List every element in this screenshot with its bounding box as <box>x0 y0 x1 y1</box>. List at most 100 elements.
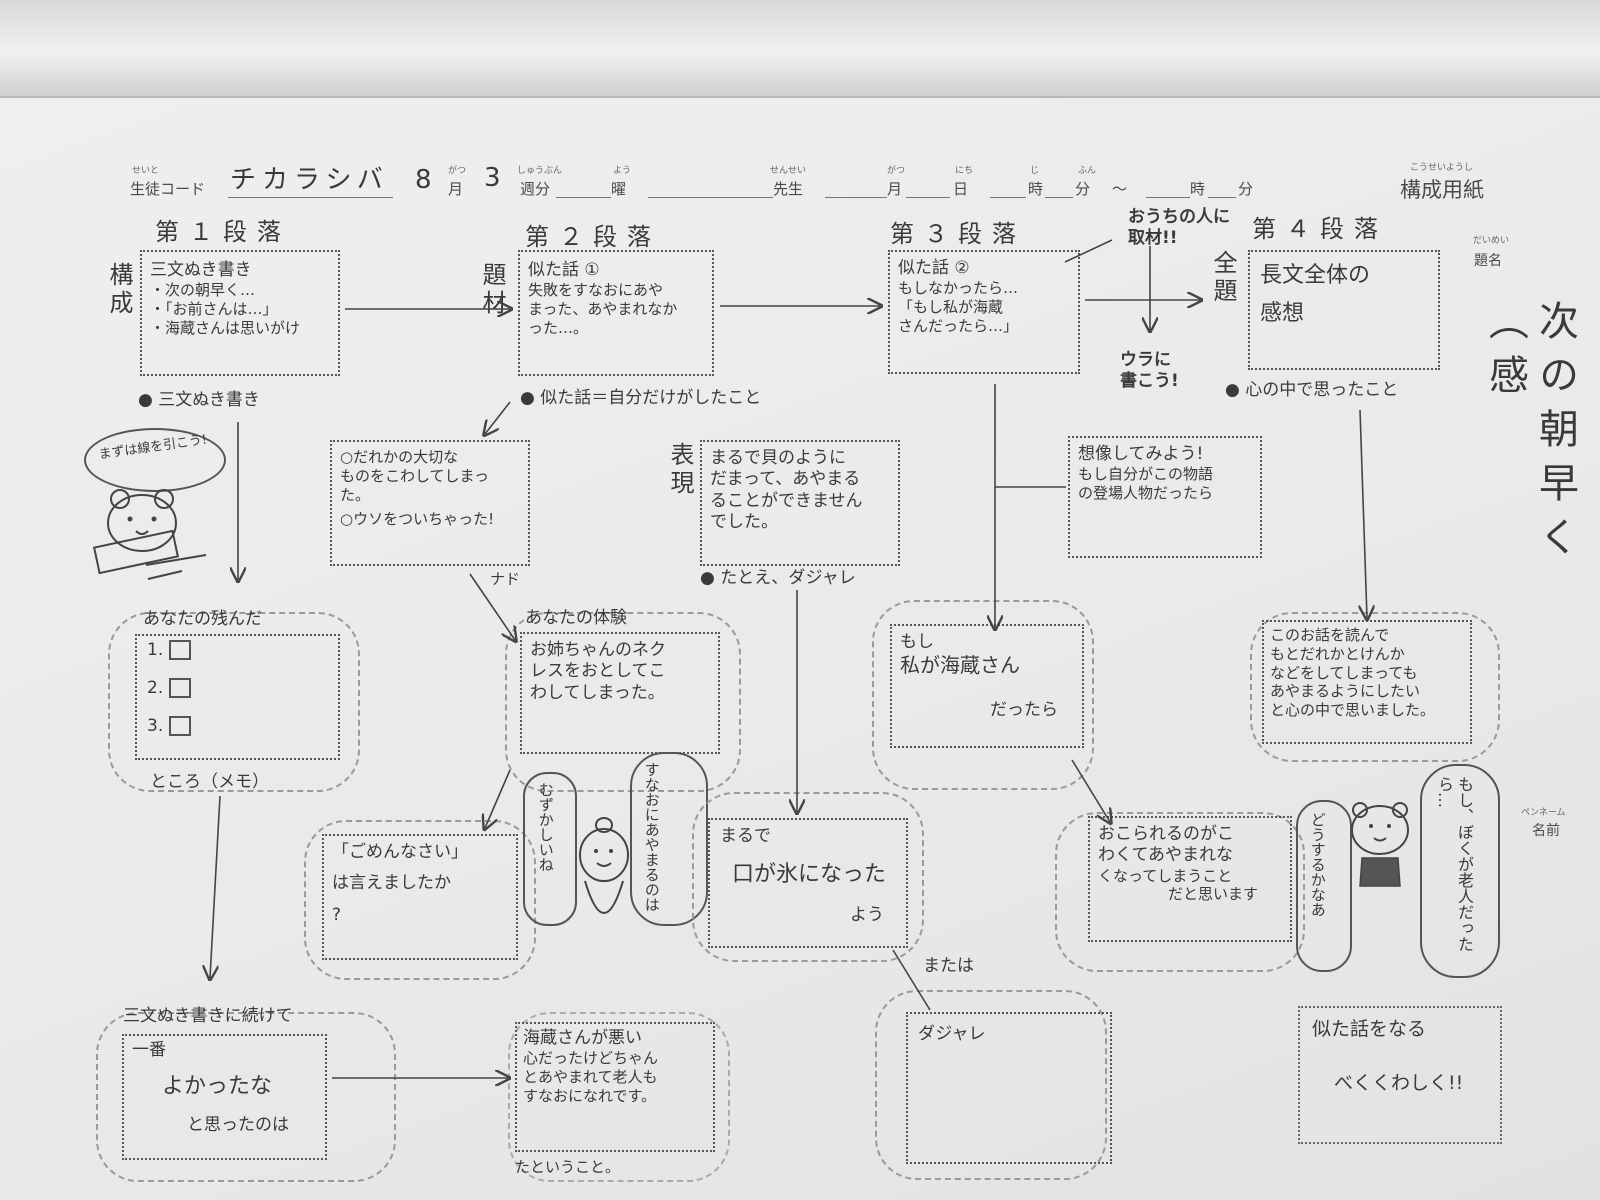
expr-box-line: ることができません <box>710 490 863 511</box>
p2-experience-title: あなたの体験 <box>525 608 627 628</box>
penname-furigana: ペンネーム <box>1521 807 1566 817</box>
p3-okorare-line: くなってしまうこと <box>1098 866 1233 885</box>
time2-hour-label: 時 <box>1190 181 1206 198</box>
p1-memo-title: あなたの残んだ <box>143 609 262 629</box>
expr-or-label: または <box>923 956 974 976</box>
expr-dajare-cloud <box>875 990 1107 1180</box>
cat-icon <box>579 817 629 914</box>
p4-kansou-line: このお話を読んで <box>1270 626 1390 644</box>
p2-example-line: ○だれかの大切な <box>340 448 459 466</box>
p1-box-line: ・「お前さんは…」 <box>150 300 278 318</box>
p4-box[interactable]: 長文全体の 感想 <box>1248 250 1440 370</box>
p1-cont-title: 三文ぬき書きに続けて <box>123 1006 293 1026</box>
p3-imagine-box[interactable]: 想像してみよう! もし自分がこの物語 の登場人物だったら <box>1068 436 1262 558</box>
p1-box-line: ・次の朝早く… <box>150 281 256 300</box>
student-code-label: 生徒コード <box>130 181 206 198</box>
student-code-value[interactable]: チカラシバ <box>230 165 389 195</box>
time-tilde: 〜 <box>1112 181 1128 198</box>
p3-okorare-box[interactable]: おこられるのがこ わくてあやまれな くなってしまうこと だと思います <box>1088 816 1292 942</box>
p3-box-line: 「もし私が海蔵 <box>898 298 1004 316</box>
p2-speech-sunao-bubble <box>630 752 708 926</box>
p4-tag: 全題 <box>1209 250 1237 306</box>
worksheet-sheet <box>0 98 1600 1200</box>
memo-box-icon <box>168 640 191 660</box>
p2-example-line: ものをこわしてしまっ <box>340 466 489 485</box>
p2-kaizo-line: すなおになれです。 <box>523 1086 657 1105</box>
p2-example-box[interactable]: ○だれかの大切な ものをこわしてしまっ た。 ○ウソをついちゃった! <box>330 440 530 566</box>
p4-final-box[interactable]: 似た話をなる べくくわしく!! <box>1298 1006 1502 1144</box>
p1-box[interactable]: 三文ぬき書き ・次の朝早く… ・「お前さんは…」 ・海蔵さんは思いがけ <box>140 250 340 376</box>
p2-speech-sunao: すなおにあやまるのは <box>642 762 661 912</box>
p4-kansou-box[interactable]: このお話を読んで もとだれかとけんか などをしてしまっても あやまるようにしたい… <box>1262 620 1472 744</box>
p1-tag: 構成 <box>105 262 133 318</box>
p2-speech-hard: むずかしいね <box>536 782 555 872</box>
date-day-furigana: にち <box>955 165 974 175</box>
p3-box-line: 似た話 ② <box>898 258 970 278</box>
p4-box-line: 感想 <box>1260 300 1305 326</box>
title-value[interactable]: 次の朝早く（感 <box>1482 300 1578 570</box>
p2-kaizo-box[interactable]: 海蔵さんが悪い 心だったけどちゃん とあやまれて老人も すなおになれです。 <box>515 1022 715 1152</box>
penname-label: 名前 <box>1532 822 1560 838</box>
p1-cont-box[interactable]: 一番 よかったな と思ったのは <box>122 1034 327 1160</box>
expr-box[interactable]: まるで貝のように だまって、あやまる ることができません でした。 <box>700 440 900 566</box>
p1-memo-box[interactable]: 1. 2. 3. <box>135 634 340 760</box>
weekday-furigana: よう <box>613 165 632 175</box>
p2-gomen-cloud <box>304 820 536 980</box>
expr-marude-line: まるで <box>720 826 771 846</box>
p2-box[interactable]: 似た話 ① 失敗をすなおにあや まった、あやまれなか った…。 <box>518 250 714 376</box>
time2-min-label: 分 <box>1238 181 1254 198</box>
p2-gomen-line: 「ごめんなさい」 <box>332 842 468 862</box>
p2-experience-box[interactable]: お姉ちゃんのネク レスをおとしてこ わしてしまった。 <box>520 632 720 754</box>
p2-box-line: った…。 <box>528 318 589 337</box>
p2-experience-line: わしてしまった。 <box>530 682 665 703</box>
expr-dajare-box[interactable]: ダジャレ <box>906 1012 1112 1164</box>
p2-example-line: ○ウソをついちゃった! <box>340 510 495 529</box>
expr-tag: 表現 <box>666 442 694 498</box>
title-label: 題名 <box>1474 252 1502 268</box>
p3-okorare-line: わくてあやまれな <box>1098 845 1233 866</box>
bear-face-icon <box>1351 802 1409 887</box>
p4-box-line: 長文全体の <box>1260 263 1371 288</box>
date-month-furigana: がつ <box>887 165 906 175</box>
p2-experience-line: お姉ちゃんのネク <box>530 640 666 660</box>
p3-imagine-line: の登場人物だったら <box>1078 484 1214 502</box>
p1-cont-line: 一番 <box>132 1040 166 1060</box>
p2-tag: 題材 <box>478 262 506 318</box>
expr-marude-line: 口が氷になった <box>732 862 887 888</box>
p1-box-line: ・海蔵さんは思いがけ <box>150 318 301 337</box>
month-value[interactable]: 8 <box>415 165 432 195</box>
expr-dajare-label: ダジャレ <box>918 1024 986 1044</box>
p2-note: ● 似た話＝自分だけがしたこと <box>520 388 762 408</box>
month-furigana: がつ <box>448 165 467 175</box>
p2-experience-line: レスをおとしてこ <box>530 661 666 682</box>
p3-imagine-line: 想像してみよう! <box>1078 444 1204 464</box>
p1-memo-footer: ところ（メモ） <box>150 772 269 792</box>
p1-note: ● 三文ぬき書き <box>138 390 260 410</box>
weekday-label: 曜 <box>611 181 627 198</box>
p3-box-line: さんだったら…」 <box>898 316 1019 335</box>
memo-box-icon <box>168 678 191 698</box>
p1-memo-item: 2. <box>147 678 328 716</box>
p2-kaizo-line: とあやまれて老人も <box>523 1068 658 1086</box>
expr-marude-box[interactable]: まるで 口が氷になった よう <box>708 818 908 948</box>
p3-moshi-box[interactable]: もし 私が海蔵さん だったら <box>890 624 1084 748</box>
p3-box[interactable]: 似た話 ② もしなかったら… 「もし私が海蔵 さんだったら…」 <box>888 250 1080 374</box>
folded-paper-top <box>0 0 1600 98</box>
expr-marude-cloud <box>692 792 924 962</box>
p3-heading: 第３段落 <box>890 220 1026 248</box>
p3-speech-dosuru: どうするかなあ <box>1308 812 1327 917</box>
time-min-furigana: ふん <box>1078 165 1097 175</box>
week-value[interactable]: 3 <box>484 163 501 193</box>
p1-cont-line: と思ったのは <box>187 1114 289 1135</box>
expr-box-line: まるで貝のように <box>710 448 846 468</box>
p4-note: ● 心の中で思ったこと <box>1225 380 1399 400</box>
p1-memo-item: 3. <box>147 716 328 754</box>
p3-okorare-line: だと思います <box>1168 885 1259 904</box>
p2-example-tail: ナド <box>490 570 521 588</box>
p2-gomen-box[interactable]: 「ごめんなさい」 は言えましたか ? <box>322 834 518 960</box>
date-month-label: 月 <box>887 181 903 198</box>
month-label: 月 <box>448 181 464 198</box>
p1-bubble <box>84 428 226 492</box>
p3-speech-roujin-bubble <box>1420 764 1500 978</box>
